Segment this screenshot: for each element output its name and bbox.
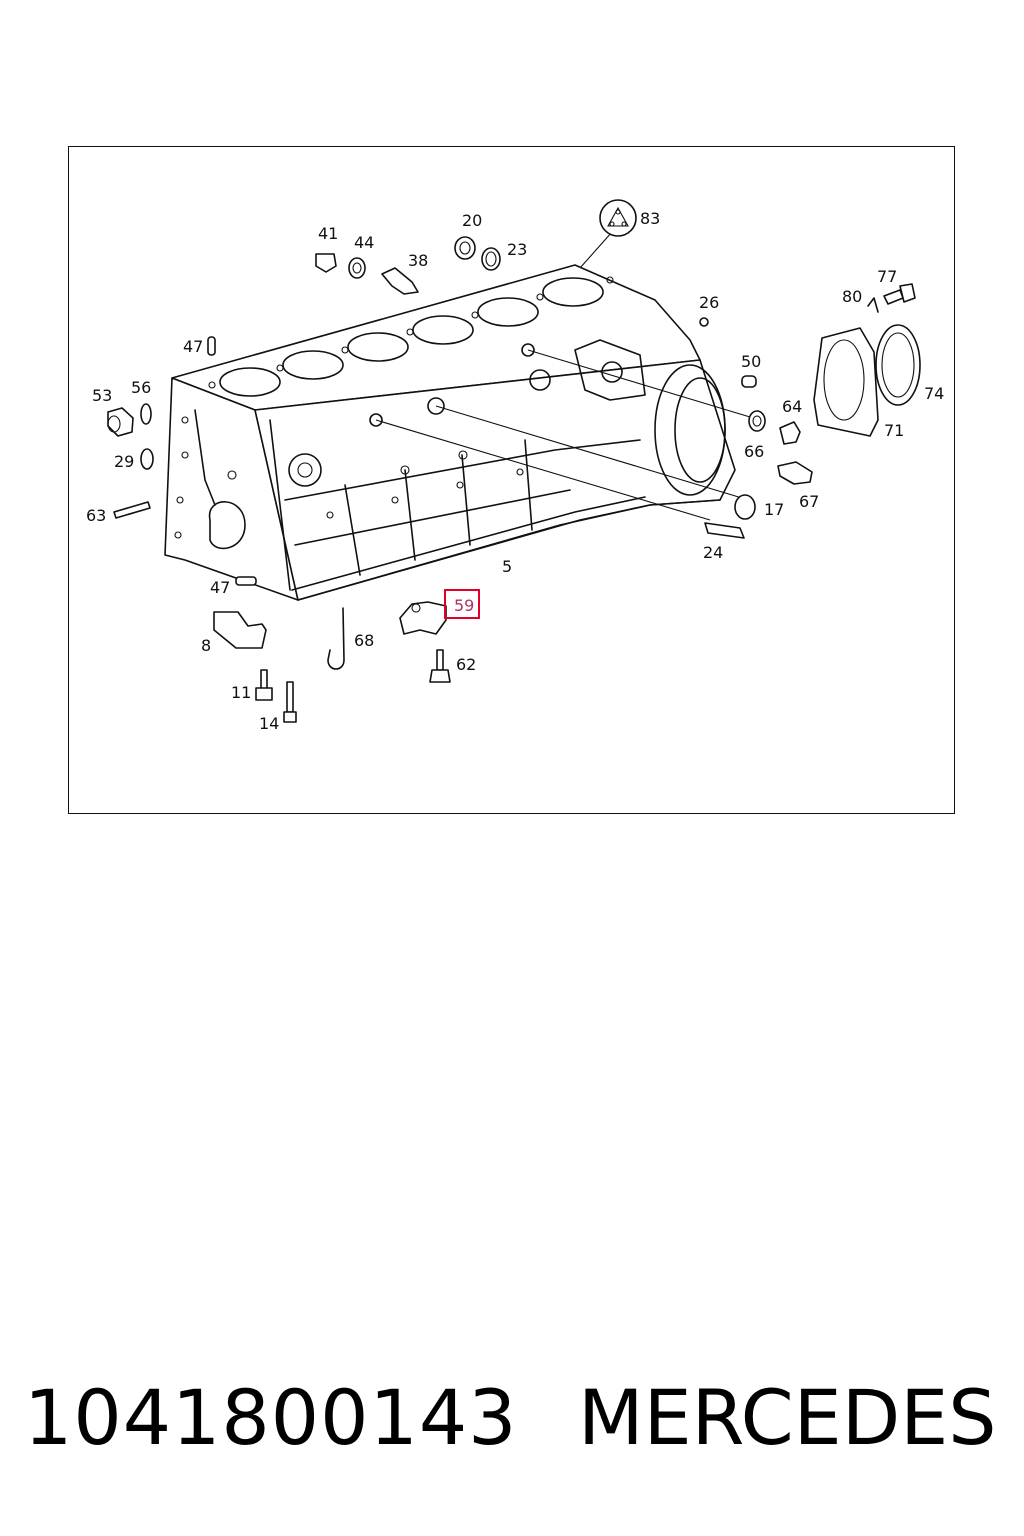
callout-77[interactable]: 77: [877, 267, 897, 286]
part-26-dowel: [699, 317, 709, 327]
part-68-dipstick-tube: [327, 607, 345, 670]
callout-47-bottom[interactable]: 47: [210, 578, 230, 597]
diagram-frame: [68, 146, 955, 814]
callout-labels: 83 20 23 41 44 38 26 80 77 47 50 53 56 7…: [86, 209, 944, 733]
callout-50[interactable]: 50: [741, 352, 761, 371]
callout-68[interactable]: 68: [354, 631, 374, 650]
part-50-pin: [741, 375, 757, 388]
part-14-stud: [283, 681, 297, 723]
part-29-sleeve: [140, 448, 154, 470]
callout-62[interactable]: 62: [456, 655, 476, 674]
part-74-seal: [875, 324, 921, 406]
part-80-clip: [867, 297, 879, 313]
callout-8[interactable]: 8: [201, 636, 211, 655]
callout-26[interactable]: 26: [699, 293, 719, 312]
part-53-bushing: [107, 407, 134, 437]
part-56-oring: [140, 403, 152, 425]
part-63-pin: [113, 501, 151, 519]
callout-20[interactable]: 20: [462, 211, 482, 230]
callout-29[interactable]: 29: [114, 452, 134, 471]
callout-53[interactable]: 53: [92, 386, 112, 405]
callout-47-top[interactable]: 47: [183, 337, 203, 356]
callout-63[interactable]: 63: [86, 506, 106, 525]
callout-83[interactable]: 83: [640, 209, 660, 228]
leader-lines: [375, 231, 751, 521]
brand-name: MERCEDES: [578, 1373, 997, 1462]
part-number: 1041800143: [24, 1373, 518, 1462]
callout-56[interactable]: 56: [131, 378, 151, 397]
part-20-seal: [454, 236, 476, 260]
part-38-plug: [381, 267, 419, 295]
part-41-bolt: [315, 253, 337, 273]
callout-80[interactable]: 80: [842, 287, 862, 306]
callout-44[interactable]: 44: [354, 233, 374, 252]
callout-71[interactable]: 71: [884, 421, 904, 440]
callout-64[interactable]: 64: [782, 397, 802, 416]
part-24-stud: [704, 522, 745, 539]
part-8-bearing-cap: [213, 611, 267, 649]
footer: 1041800143 MERCEDES: [0, 1368, 1024, 1478]
callout-66[interactable]: 66: [744, 442, 764, 461]
callout-67[interactable]: 67: [799, 492, 819, 511]
part-44-washer: [348, 257, 366, 279]
part-47-dowel-pin: [207, 336, 216, 356]
part-23-ring: [481, 247, 501, 271]
callout-59-highlight-box: [444, 589, 480, 619]
part-77-bolt: [883, 283, 916, 305]
callout-17[interactable]: 17: [764, 500, 784, 519]
part-83-plug: [599, 199, 637, 237]
part-11-bolt: [255, 669, 273, 701]
part-59-sensor: [399, 601, 447, 635]
callout-5[interactable]: 5: [502, 557, 512, 576]
part-67-plug: [777, 461, 813, 485]
engine-block: [164, 264, 736, 601]
callout-24[interactable]: 24: [703, 543, 723, 562]
callout-11[interactable]: 11: [231, 683, 251, 702]
callout-74[interactable]: 74: [924, 384, 944, 403]
part-66-washer: [748, 410, 766, 432]
callout-59[interactable]: 59: [454, 596, 474, 615]
part-17-cap: [734, 494, 756, 520]
callout-41[interactable]: 41: [318, 224, 338, 243]
part-64-bolt: [779, 421, 801, 445]
part-47-pin-lower: [235, 576, 257, 586]
callout-23[interactable]: 23: [507, 240, 527, 259]
part-71-rear-cover: [813, 327, 879, 437]
callout-14[interactable]: 14: [259, 714, 279, 733]
part-62-bolt: [429, 649, 451, 683]
callout-38[interactable]: 38: [408, 251, 428, 270]
